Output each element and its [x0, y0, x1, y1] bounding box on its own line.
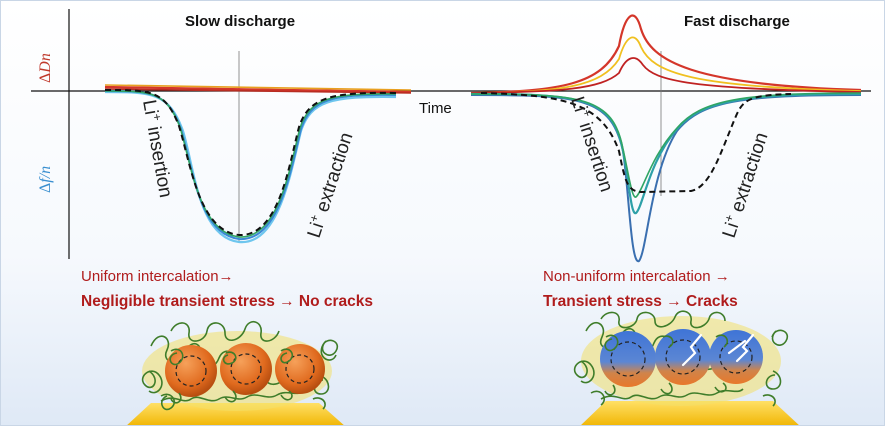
fast-electrode-illustration [573, 310, 799, 425]
fast-caption-line2: Transient stress → Cracks [543, 293, 738, 310]
fast-frequency-traces [470, 92, 862, 263]
fast-current-collector [581, 401, 799, 425]
fast-insertion-label: Li+ insertion [566, 93, 618, 194]
fast-particle-3 [709, 330, 763, 384]
slow-insertion-label: Li+ insertion [138, 98, 178, 199]
y-label-frequency: Δf/n [37, 166, 54, 193]
slow-discharge-title: Slow discharge [185, 13, 295, 30]
fast-discharge-title: Fast discharge [684, 13, 790, 30]
slow-particle-1 [165, 345, 217, 397]
slow-current-collector [127, 403, 344, 425]
y-label-dissipation: ΔDn [37, 53, 54, 83]
fast-particle-1 [600, 331, 656, 387]
fast-extraction-label: Li+ extraction [717, 129, 773, 240]
slow-dissipation-traces [104, 84, 412, 94]
slow-electrode-illustration [127, 321, 344, 425]
slow-frequency-traces [104, 89, 397, 244]
slow-extraction-label: Li+ extraction [302, 129, 358, 240]
fast-caption-line1: Non-uniform intercalation → [543, 268, 730, 285]
slow-caption-line2: Negligible transient stress → No cracks [81, 293, 373, 310]
x-label-time: Time [419, 100, 452, 117]
slow-particle-3 [275, 344, 325, 394]
slow-particle-2 [220, 343, 272, 395]
slow-caption-line1: Uniform intercalation→ [81, 268, 234, 285]
crack-lines [681, 333, 755, 367]
fast-particle-2 [655, 329, 711, 385]
fast-dissipation-traces [470, 14, 862, 95]
